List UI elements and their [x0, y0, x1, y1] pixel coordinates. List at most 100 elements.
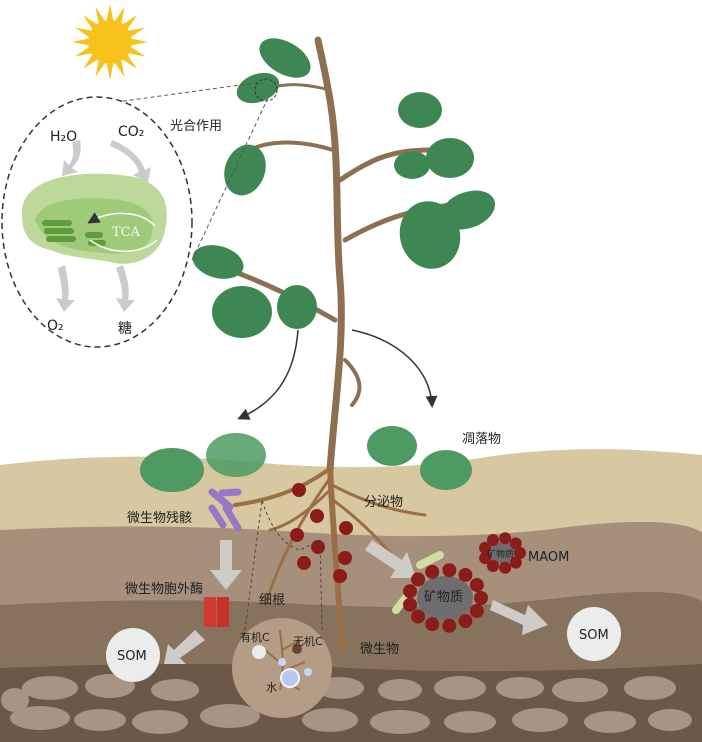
stone	[552, 678, 608, 702]
exudate-dot	[333, 569, 347, 583]
exudate-dot	[411, 609, 426, 624]
sun-ray	[106, 4, 114, 21]
exudate-dot	[292, 483, 306, 497]
sun-ray	[95, 60, 105, 78]
tca-cycle-label: TCA	[112, 225, 141, 240]
zoom-guide-chloroplast	[94, 81, 269, 261]
stone	[302, 708, 358, 732]
chloroplast-icon	[21, 173, 167, 264]
organic-carbon-label: 有机C	[240, 630, 270, 644]
exudate-dot	[469, 577, 484, 592]
zoom-guide-lines	[244, 499, 323, 631]
stone	[370, 710, 430, 734]
microbe-icon	[392, 551, 444, 614]
photosynthesis-arrows	[56, 140, 151, 312]
stone	[378, 679, 422, 701]
exudate-dot	[442, 563, 457, 578]
mineral-label: 矿物质	[424, 590, 463, 605]
extracellular-enzyme-label: 微生物胞外酶	[125, 581, 203, 597]
sun-ray	[123, 15, 137, 29]
fine-root-zoom	[232, 618, 332, 718]
microbial-residue-icon	[208, 488, 242, 532]
stone	[648, 709, 692, 731]
leaf-zoom-marker	[254, 78, 278, 102]
exudate-dot	[311, 540, 325, 554]
fallen-leaves	[140, 426, 472, 492]
water-label: 水	[266, 681, 277, 694]
inorganic-carbon-icon	[292, 644, 302, 654]
stone	[1, 688, 29, 712]
stone	[74, 709, 126, 731]
exudate-dot	[509, 556, 522, 569]
sun-ray	[128, 47, 146, 57]
organic-carbon-icon	[252, 645, 266, 659]
sun-ray	[131, 38, 148, 46]
exudate-particles	[290, 483, 353, 583]
sun-ray	[74, 47, 92, 57]
stone	[496, 677, 544, 699]
sun-ray	[83, 15, 97, 29]
leaves	[192, 38, 496, 338]
stone	[132, 710, 188, 734]
som-left-circle	[106, 628, 160, 682]
litter-arrow-right	[351, 329, 438, 408]
exudate-dot	[297, 556, 311, 570]
som-right-circle	[567, 607, 621, 661]
stone	[22, 676, 78, 700]
roots	[233, 462, 427, 653]
stone	[151, 679, 199, 701]
extracellular-enzyme-icon	[204, 597, 229, 627]
output-sugar-label: 糖	[118, 321, 132, 337]
som-left-label: SOM	[117, 649, 147, 664]
mineral-particle	[403, 563, 488, 633]
sun-ray	[115, 6, 125, 24]
exudate-dot	[425, 617, 440, 632]
output-o2-label: O₂	[47, 318, 64, 334]
maom-mineral-label: 矿物质	[487, 548, 514, 560]
exudate-dot	[310, 509, 324, 523]
exudate-dot	[479, 541, 492, 554]
exudate-dot	[458, 614, 473, 629]
stone	[444, 711, 496, 733]
exudate-dot	[469, 604, 484, 619]
water-molecule-icon	[280, 668, 300, 688]
som-right-label: SOM	[579, 628, 609, 643]
sun-ray	[128, 27, 146, 37]
stone	[200, 704, 260, 728]
stone	[85, 674, 135, 698]
fine-root-label: 细根	[259, 593, 285, 608]
inorganic-carbon-label: 无机C	[293, 634, 323, 648]
exudate-dot	[514, 547, 526, 559]
exudate-dot	[425, 564, 440, 579]
sun-icon	[72, 4, 148, 80]
sun-ray	[74, 27, 92, 37]
exudate-dot	[487, 559, 499, 572]
photosynthesis-title: 光合作用	[170, 119, 222, 134]
sun-ray	[83, 55, 97, 69]
exudate-dot	[499, 532, 512, 545]
stone	[434, 676, 486, 700]
input-h2o-label: H₂O	[50, 129, 77, 145]
exudates-label: 分泌物	[364, 495, 403, 510]
exudate-dot	[509, 537, 522, 550]
microbial-residue-label: 微生物残骸	[127, 511, 192, 526]
exudate-dot	[338, 551, 352, 565]
maom-label: MAOM	[528, 550, 569, 565]
sun-ray	[115, 60, 125, 78]
sun-ray	[95, 6, 105, 24]
litter-label: 凋落物	[462, 432, 501, 447]
exudate-dot	[479, 552, 492, 565]
exudate-dot	[458, 567, 473, 582]
exudate-dot	[403, 584, 418, 599]
exudate-dot	[499, 561, 512, 574]
exudate-dot	[290, 528, 304, 542]
stone	[624, 676, 676, 700]
exudate-dot	[339, 521, 353, 535]
exudate-dot	[411, 572, 426, 587]
microbe-label: 微生物	[360, 642, 399, 657]
exudate-dot	[487, 534, 499, 547]
stone	[584, 711, 636, 733]
litter-arrow-left	[237, 329, 299, 420]
sun-ray	[106, 63, 114, 80]
